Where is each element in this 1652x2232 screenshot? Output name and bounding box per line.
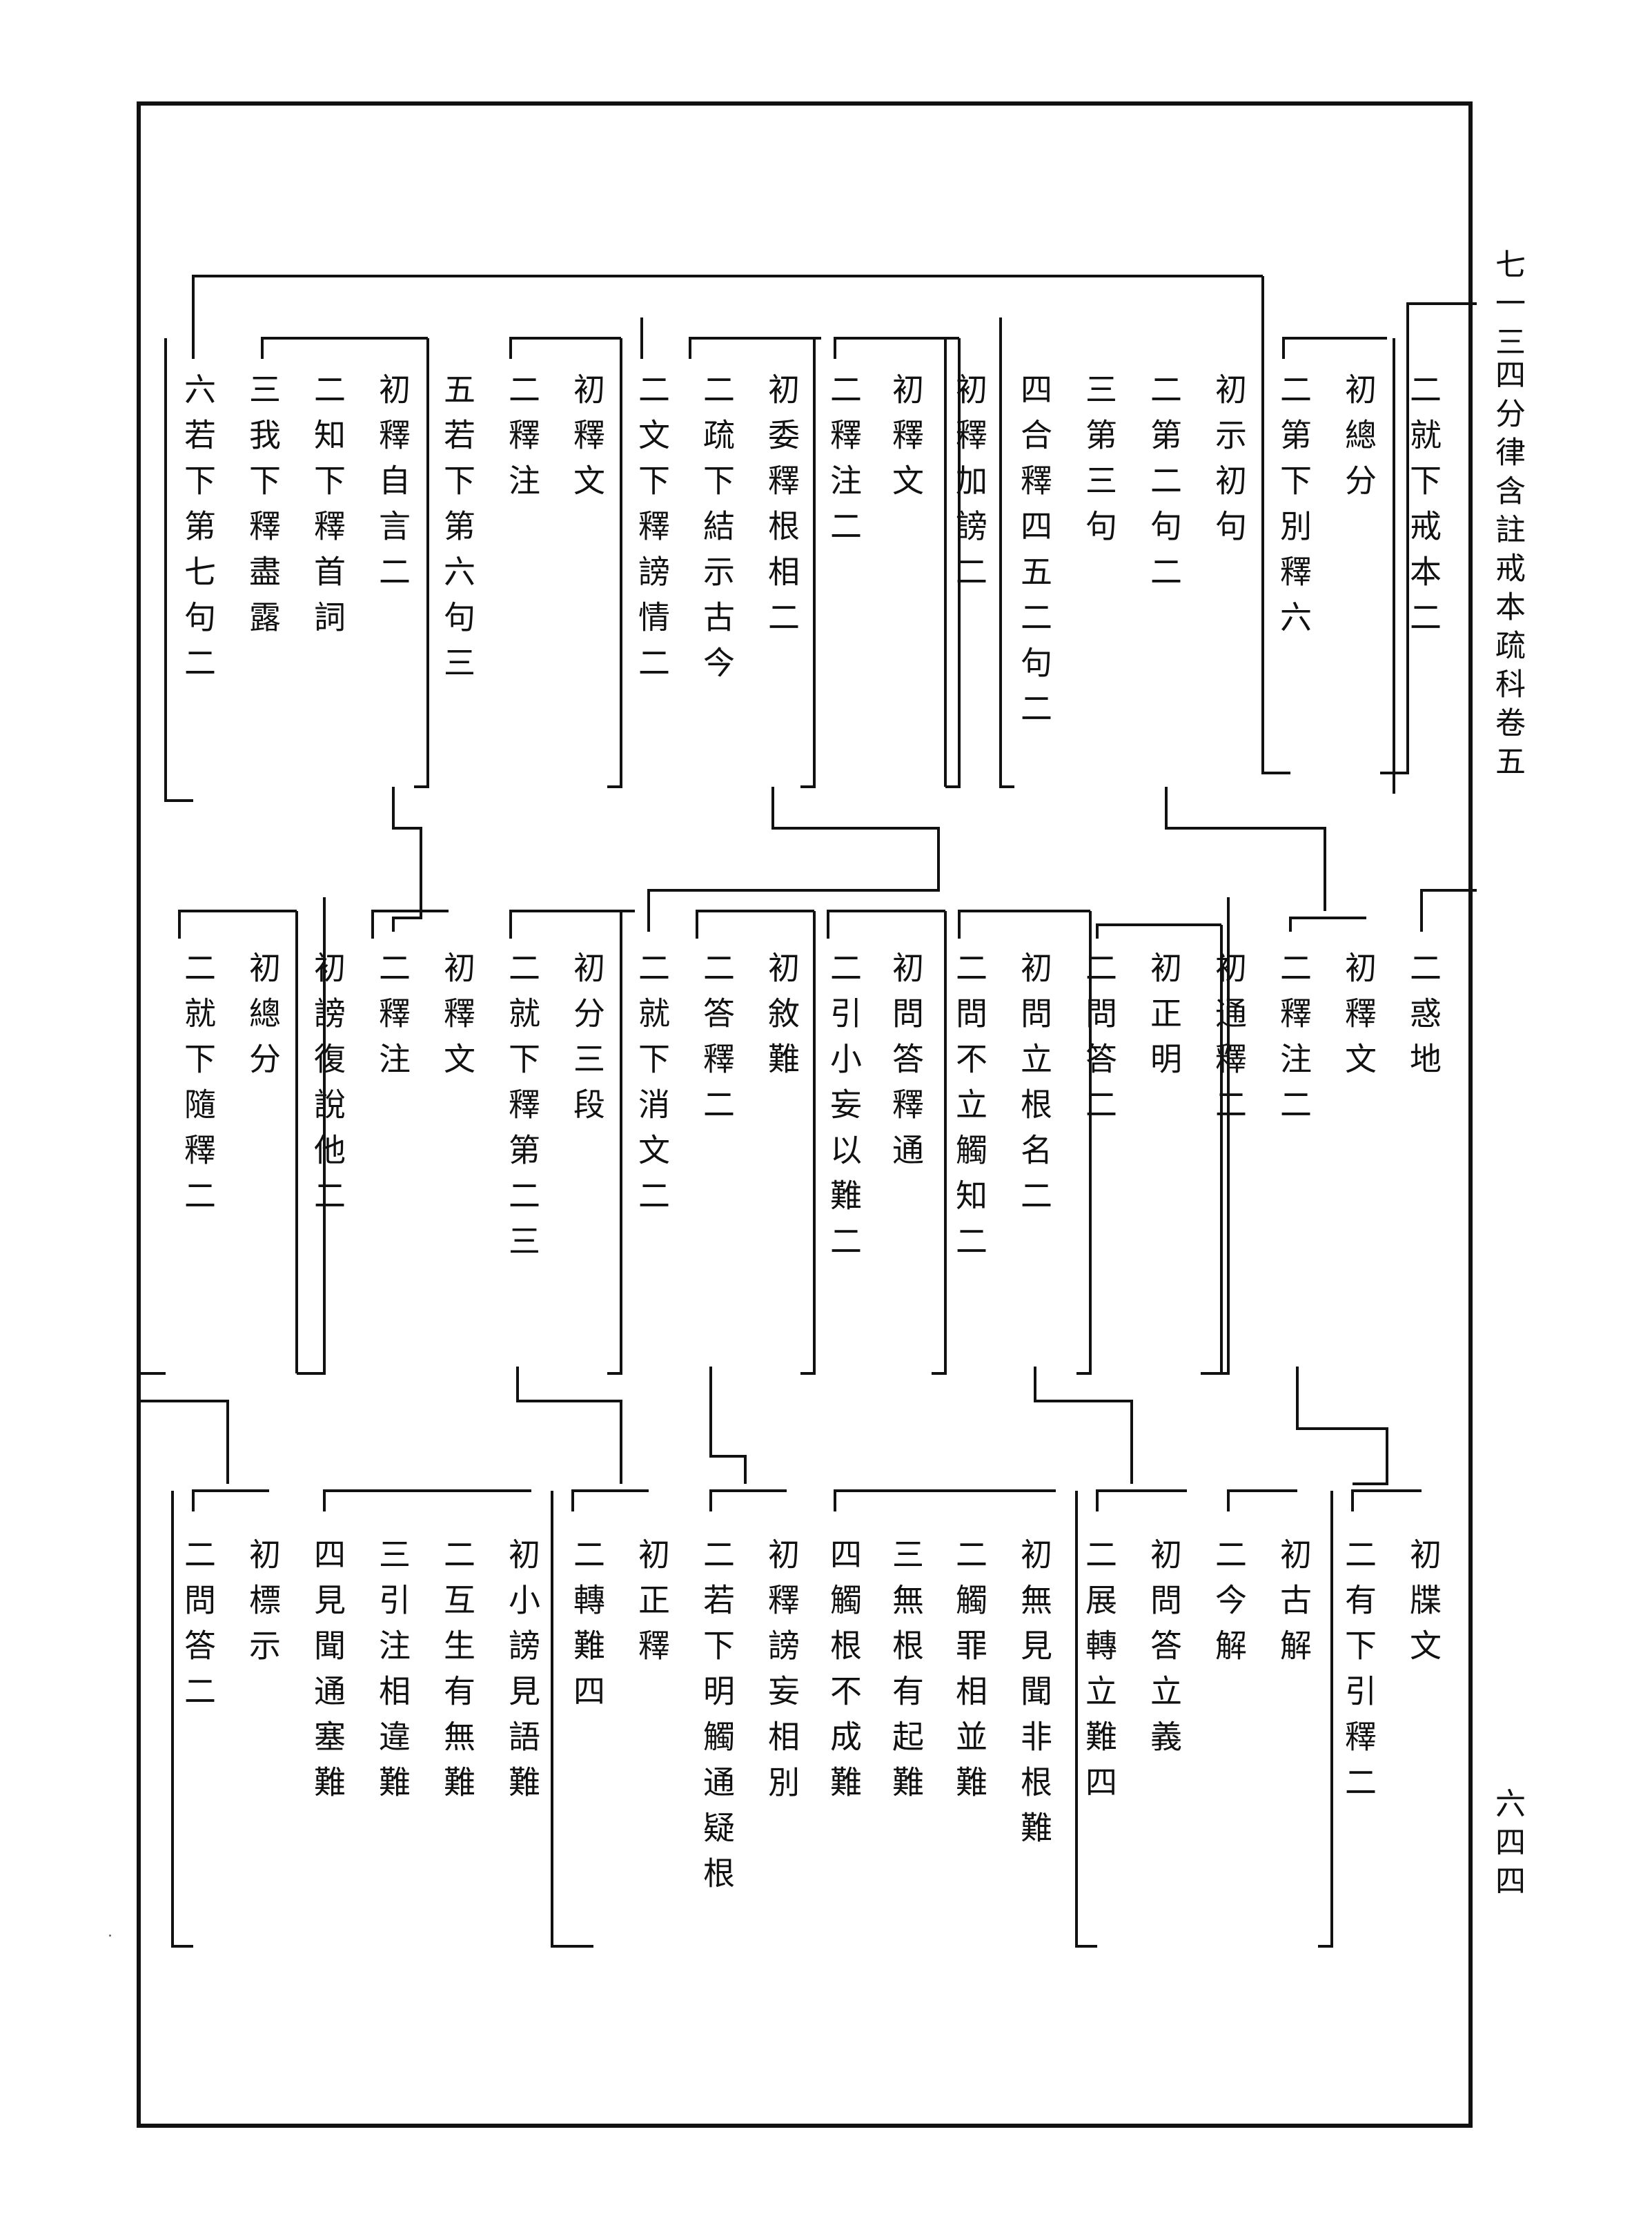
outline-item: 二釋注	[374, 951, 411, 1088]
outline-item: 二問答二	[179, 1538, 217, 1720]
outline-item: 二答釋二	[698, 951, 736, 1133]
outline-item: 初釋文	[439, 951, 476, 1088]
outline-item: 初總分	[1340, 373, 1377, 509]
outline-item: 初正釋	[633, 1538, 671, 1674]
outline-item: 二釋注二	[1275, 951, 1312, 1133]
outline-item: 初正明	[1145, 951, 1183, 1088]
outline-item: 二疏下結示古今	[698, 373, 736, 692]
outline-item: 二引小妄以難二	[825, 951, 863, 1270]
outline-item: 二若下明觸通疑根	[698, 1538, 736, 1902]
scan-speck	[109, 1935, 111, 1937]
outline-item: 初釋謗妄相別	[763, 1538, 800, 1811]
outline-item: 初無見聞非根難	[1016, 1538, 1053, 1857]
outline-item: 二展轉立難四	[1081, 1538, 1118, 1811]
outline-item: 三第三句	[1081, 373, 1118, 555]
outline-item: 二釋注	[504, 373, 541, 509]
outline-item: 初敘難	[763, 951, 800, 1088]
outline-item: 二就下隨釋二	[179, 951, 217, 1224]
outline-item: 初釋加謗二	[951, 373, 988, 600]
outline-item: 初問答立義	[1145, 1538, 1183, 1765]
outline-item: 二有下引釋二	[1340, 1538, 1377, 1811]
outline-item: 四見聞通塞難	[309, 1538, 346, 1811]
outline-item: 初釋文	[1340, 951, 1377, 1088]
outline-item: 六若下第七句二	[179, 373, 217, 692]
outline-item: 三無根有起難	[887, 1538, 925, 1811]
outline-item: 初通釋二	[1210, 951, 1248, 1133]
outline-item: 三我下釋盡露	[244, 373, 282, 646]
outline-item: 初標示	[244, 1538, 282, 1674]
outline-item: 初古解	[1275, 1538, 1312, 1674]
outline-item: 初委釋根相二	[763, 373, 800, 646]
outline-item: 初問答釋通	[887, 951, 925, 1179]
outline-item: 四觸根不成難	[825, 1538, 863, 1811]
outline-item: 二問答二	[1081, 951, 1118, 1133]
outline-item: 二文下釋謗情二	[633, 373, 671, 692]
outline-item: 二就下釋第二三	[504, 951, 541, 1270]
page-ref: 七一三	[1490, 248, 1525, 364]
outline-item: 二知下釋首詞	[309, 373, 346, 646]
outline-item: 五若下第六句三	[439, 373, 476, 692]
outline-item: 初示初句	[1210, 373, 1248, 555]
outline-item: 初釋文	[569, 373, 606, 509]
outline-item: 初總分	[244, 951, 282, 1088]
outline-item: 二問不立觸知二	[951, 951, 988, 1270]
outline-item: 初謗復說他二	[309, 951, 346, 1224]
outline-item: 二觸罪相並難	[951, 1538, 988, 1811]
outline-item: 初釋文	[887, 373, 925, 509]
outline-item: 二釋注二	[825, 373, 863, 555]
outline-item: 四合釋四五二句二	[1016, 373, 1053, 737]
outline-item: 初牒文	[1405, 1538, 1442, 1674]
outline-item: 初釋自言二	[374, 373, 411, 600]
outline-item: 二第下別釋六	[1275, 373, 1312, 646]
outline-item: 二轉難四	[569, 1538, 606, 1720]
running-title: 四分律含註戒本疏科卷五	[1490, 359, 1525, 784]
outline-item: 二今解	[1210, 1538, 1248, 1674]
outline-item: 初小謗見語難	[504, 1538, 541, 1811]
outline-item: 三引注相違難	[374, 1538, 411, 1811]
outline-item: 初問立根名二	[1016, 951, 1053, 1224]
outline-item: 二互生有無難	[439, 1538, 476, 1811]
outline-item: 二第二句二	[1145, 373, 1183, 600]
outline-item: 二就下戒本二	[1405, 373, 1442, 646]
outline-item: 二惑地	[1405, 951, 1442, 1088]
outline-item: 二就下消文二	[633, 951, 671, 1224]
page-number: 六四四	[1490, 1788, 1525, 1903]
outline-item: 初分三段	[569, 951, 606, 1133]
